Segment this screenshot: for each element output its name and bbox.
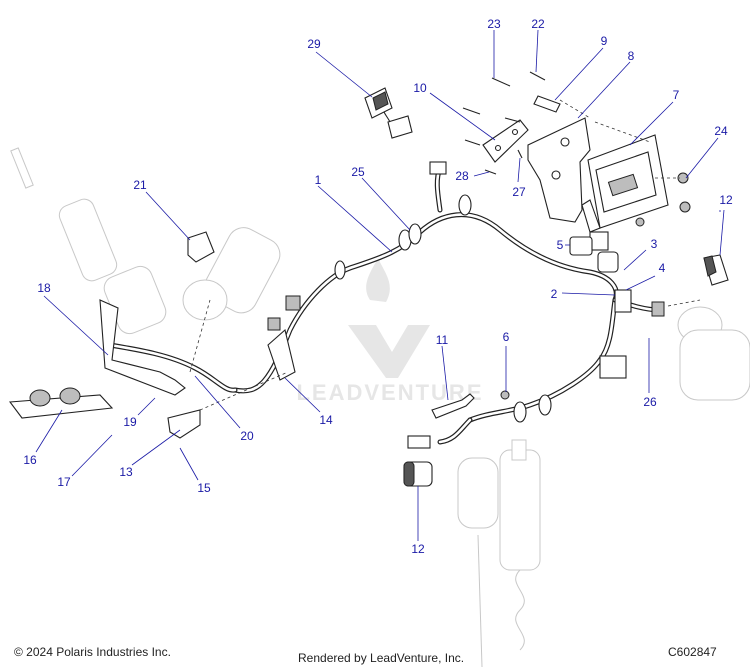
- ghost-shock-left: [10, 147, 281, 335]
- callout-24: 24: [714, 124, 728, 138]
- callout-5: 5: [557, 238, 564, 252]
- callout-6: 6: [503, 330, 510, 344]
- leader-lines: [35, 29, 725, 541]
- nuts: [500, 172, 691, 400]
- wire-harness-main: [107, 165, 663, 445]
- callout-26: 26: [643, 395, 657, 409]
- callout-19: 19: [123, 415, 137, 429]
- bolts: [462, 71, 561, 175]
- callout-9: 9: [601, 34, 608, 48]
- callout-25: 25: [351, 165, 365, 179]
- callout-13: 13: [119, 465, 133, 479]
- callout-16: 16: [23, 453, 37, 467]
- diagram-code: C602847: [668, 645, 717, 659]
- ghost-shock-bottom: [457, 439, 541, 667]
- cable-ties: [334, 194, 552, 423]
- callout-7: 7: [673, 88, 680, 102]
- arm-bracket: [267, 328, 296, 381]
- callout-22: 22: [531, 17, 545, 31]
- callout-1: 1: [315, 173, 322, 187]
- callout-numbers: 1 25 29 10 23 22 9 8 7 24 28 27 21 18 5 …: [23, 17, 733, 556]
- harness-bracket: [431, 393, 475, 419]
- callout-12-upper: 12: [719, 193, 733, 207]
- ghost-shock-right: [677, 306, 750, 401]
- callout-11: 11: [436, 333, 449, 347]
- small-bracket: [167, 409, 201, 439]
- ecu-bracket: [527, 117, 591, 223]
- callout-14: 14: [319, 413, 333, 427]
- ecu-module: [581, 134, 669, 233]
- callout-17: 17: [57, 475, 71, 489]
- harness-connectors: [267, 161, 665, 449]
- copyright-text: © 2024 Polaris Industries Inc.: [14, 645, 171, 659]
- callout-27: 27: [512, 185, 526, 199]
- boot-cap-upper: [703, 254, 729, 286]
- watermark-text: LEADVENTURE: [296, 380, 483, 405]
- rendered-by-text: Rendered by LeadVenture, Inc.: [298, 651, 465, 665]
- callout-18: 18: [37, 281, 51, 295]
- callout-2: 2: [551, 287, 558, 301]
- callout-29: 29: [307, 37, 321, 51]
- callout-4: 4: [659, 261, 666, 275]
- leadventure-watermark: LEADVENTURE: [296, 258, 483, 405]
- boot-cap-lower: [403, 461, 433, 487]
- callout-15: 15: [197, 481, 211, 495]
- sensor-module: [364, 87, 413, 139]
- left-trough: [8, 387, 114, 419]
- callout-21: 21: [133, 178, 147, 192]
- callout-8: 8: [628, 49, 635, 63]
- relay: [569, 236, 593, 256]
- callout-10: 10: [413, 81, 427, 95]
- callout-12-lower: 12: [411, 542, 425, 556]
- callout-28: 28: [455, 169, 469, 183]
- mount-plate: [482, 119, 529, 163]
- clip-bracket: [187, 231, 215, 263]
- callout-3: 3: [651, 237, 658, 251]
- callout-23: 23: [487, 17, 501, 31]
- callout-20: 20: [240, 429, 254, 443]
- routing-guides: [189, 99, 701, 411]
- left-bracket: [99, 299, 186, 396]
